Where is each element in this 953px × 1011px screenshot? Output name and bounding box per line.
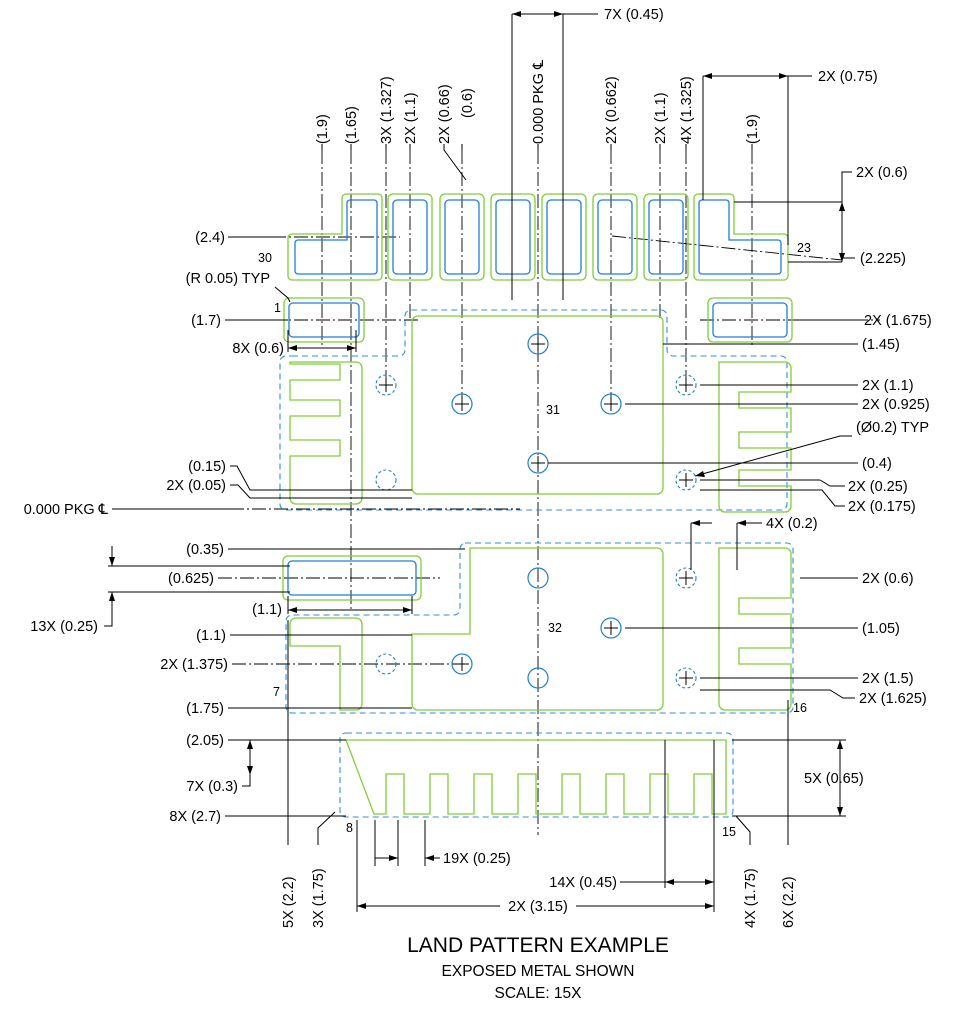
bottom-label-7: 6X (2.2)	[781, 876, 797, 928]
top-label-pkg-centerline: 0.000 PKG ℄	[531, 59, 547, 144]
left-label-5: (0.15)	[188, 459, 226, 475]
pin-32-label: 32	[548, 621, 562, 635]
right-label-11: 4X (0.2)	[766, 516, 818, 532]
right-label-5: 2X (1.1)	[862, 378, 914, 394]
top-label-3: 3X (1.327)	[379, 76, 395, 144]
pin-8-label: 8	[346, 821, 353, 835]
left-label-12: (1.1)	[196, 628, 226, 644]
title-block: LAND PATTERN EXAMPLE EXPOSED METAL SHOWN…	[407, 934, 669, 1002]
right-label-15: 2X (1.625)	[859, 691, 927, 707]
left-label-3: (1.7)	[191, 313, 221, 329]
bottom-label-2: 14X (0.45)	[549, 875, 617, 891]
right-label-16: 5X (0.65)	[804, 771, 864, 787]
left-label-15: (2.05)	[186, 733, 224, 749]
top-label-2: (1.65)	[344, 106, 360, 144]
left-label-13: 2X (1.375)	[160, 657, 228, 673]
right-label-14: 2X (1.5)	[862, 671, 914, 687]
right-label-1: 2X (0.6)	[856, 165, 908, 181]
top-label-5: 2X (0.66)	[437, 84, 453, 144]
top-label-11: (1.9)	[745, 114, 761, 144]
pin-15-label: 15	[722, 825, 736, 839]
right-label-13: (1.05)	[862, 621, 900, 637]
bottom-label-5: 3X (1.75)	[311, 868, 327, 928]
left-label-pkg-centerline: 0.000 PKG ℄	[24, 502, 109, 518]
pin-23-label: 23	[797, 241, 811, 255]
pin-labels: 30 1 23 7 16 8 15 31 32	[258, 241, 811, 839]
pin-30-label: 30	[258, 251, 272, 265]
left-label-14: (1.75)	[186, 701, 224, 717]
bottom-label-6: 4X (1.75)	[743, 868, 759, 928]
bottom-label-1: 19X (0.25)	[443, 851, 511, 867]
left-label-16: 7X (0.3)	[186, 779, 238, 795]
drawing-subtitle: EXPOSED METAL SHOWN	[442, 963, 635, 980]
top-label-6: (0.6)	[460, 88, 476, 118]
right-label-6: 2X (0.925)	[862, 397, 930, 413]
top-pads	[282, 193, 793, 601]
dimension-lines	[104, 13, 860, 912]
top-label-9: 2X (1.1)	[653, 92, 669, 144]
right-label-8: (0.4)	[862, 456, 892, 472]
pin-7-label: 7	[273, 685, 280, 699]
left-label-11: (1.1)	[252, 602, 282, 618]
exposed-metal	[289, 315, 792, 815]
thermal-vias	[375, 333, 697, 689]
left-label-1: (2.4)	[195, 230, 225, 246]
top-dimension-labels: (1.9) (1.65) 3X (1.327) 2X (1.1) 2X (0.6…	[315, 7, 878, 144]
top-label-8: 2X (0.662)	[604, 76, 620, 144]
right-label-4: (1.45)	[862, 337, 900, 353]
top-width-label: 2X (0.75)	[818, 69, 878, 85]
right-dimension-labels: 2X (0.6) (2.225) 2X (1.675) (1.45) 2X (1…	[766, 165, 932, 787]
right-label-3: 2X (1.675)	[864, 313, 932, 329]
right-label-2: (2.225)	[860, 251, 906, 267]
left-label-2: (R 0.05) TYP	[186, 271, 270, 287]
right-label-12: 2X (0.6)	[862, 571, 914, 587]
left-label-8: (0.35)	[186, 542, 224, 558]
solder-mask-outlines	[279, 309, 794, 818]
drawing-title: LAND PATTERN EXAMPLE	[407, 934, 669, 957]
right-label-9: 2X (0.25)	[848, 479, 908, 495]
left-label-9: (0.625)	[168, 571, 214, 587]
left-label-10: 13X (0.25)	[30, 619, 98, 635]
left-label-17: 8X (2.7)	[169, 809, 221, 825]
left-dimension-labels: (2.4) (R 0.05) TYP (1.7) 8X (0.6) (0.15)…	[24, 230, 284, 825]
bottom-label-3: 2X (3.15)	[508, 899, 568, 915]
top-label-10: 4X (1.325)	[679, 76, 695, 144]
top-label-4: 2X (1.1)	[403, 92, 419, 144]
left-label-6: 2X (0.05)	[166, 478, 226, 494]
pin-16-label: 16	[793, 701, 807, 715]
pin-31-label: 31	[546, 403, 560, 417]
center-lines	[218, 150, 880, 835]
top-pitch-label: 7X (0.45)	[604, 7, 664, 23]
right-label-10: 2X (0.175)	[848, 499, 916, 515]
right-label-7: (Ø0.2) TYP	[856, 420, 929, 436]
bottom-dimension-labels: 19X (0.25) 14X (0.45) 2X (3.15) 5X (2.2)…	[281, 851, 797, 928]
top-label-1: (1.9)	[315, 114, 331, 144]
left-label-4: 8X (0.6)	[232, 341, 284, 357]
drawing-scale: SCALE: 15X	[494, 985, 582, 1002]
pin-1-label: 1	[274, 301, 281, 315]
bottom-label-4: 5X (2.2)	[281, 876, 297, 928]
arrowheads	[109, 11, 845, 909]
